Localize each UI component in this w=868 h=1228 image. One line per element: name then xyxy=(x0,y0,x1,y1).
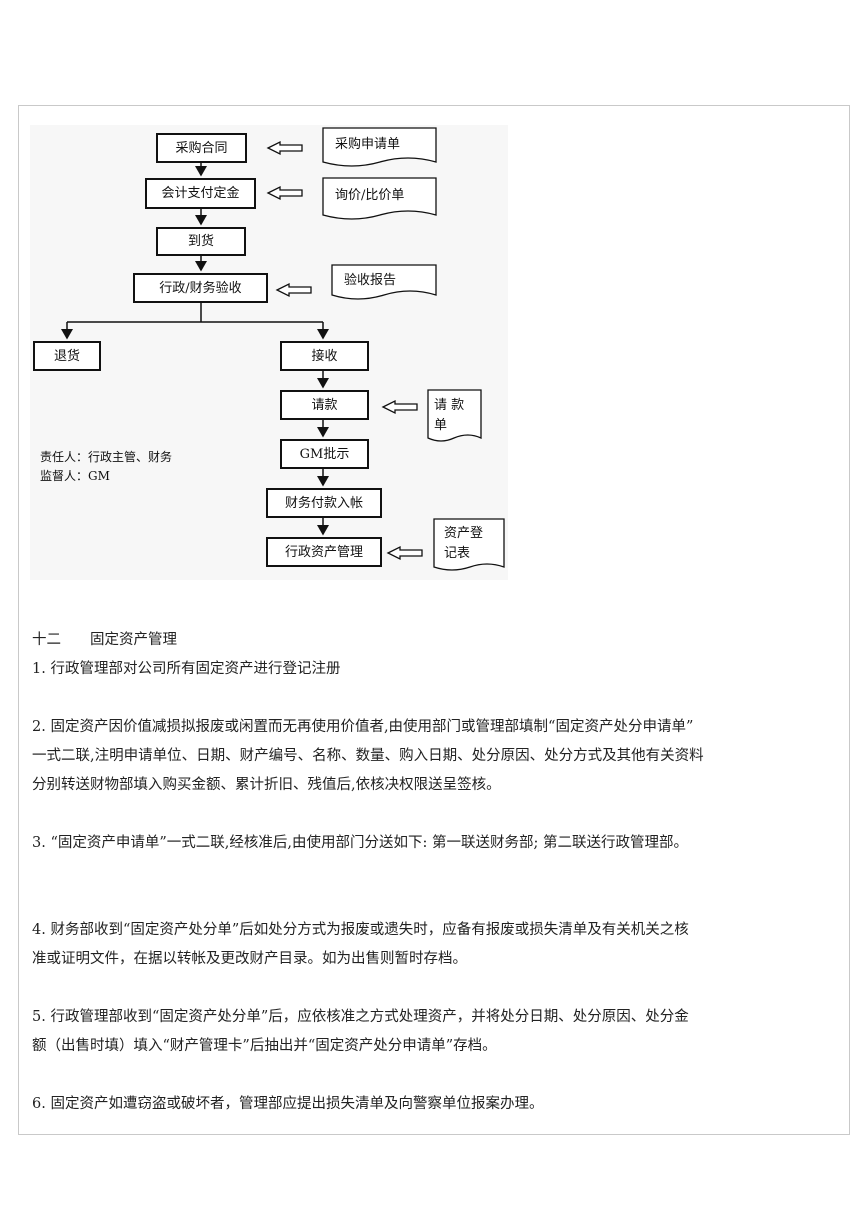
flowchart: 采购合同 会计支付定金 到货 行政/财务验收 退货 接收 请款 GM批示 财务付… xyxy=(30,125,508,580)
paragraph-4-line-2: 准或证明文件，在据以转帐及更改财产目录。如为出售则暂时存档。 xyxy=(32,951,467,967)
doc-shape xyxy=(322,127,437,167)
step-finance-entry: 财务付款入帐 xyxy=(266,488,382,518)
doc-request-form-line2: 单 xyxy=(434,418,448,433)
paragraph-5-line-2: 额（出售时填）填入“财产管理卡”后抽出并“固定资产处分申请单”存档。 xyxy=(32,1038,497,1054)
doc-quotation: 询价/比价单 xyxy=(335,188,405,203)
paragraph-2-line-1: 2. 固定资产因价值减损拟报废或闲置而无再使用价值者,由使用部门或管理部填制“固… xyxy=(32,719,694,735)
doc-request-form-line1: 请 款 xyxy=(434,398,465,413)
flowchart-connectors xyxy=(61,127,505,571)
paragraph-3: 3. “固定资产申请单”一式二联,经核准后,由使用部门分送如下: 第一联送财务部… xyxy=(32,835,688,851)
doc-inspection-report: 验收报告 xyxy=(344,273,397,288)
paragraph-5-line-1: 5. 行政管理部收到“固定资产处分单”后，应依核准之方式处理资产，并将处分日期、… xyxy=(32,1009,689,1025)
step-gm-approval: GM批示 xyxy=(280,439,369,469)
step-arrival: 到货 xyxy=(156,227,246,256)
paragraph-4-line-1: 4. 财务部收到“固定资产处分单”后如处分方式为报废或遗失时，应备有报废或损失清… xyxy=(32,922,689,938)
paragraph-2-line-3: 分别转送财物部填入购买金额、累计折旧、残值后,依核决权限送呈签核。 xyxy=(32,777,501,793)
paragraph-1: 1. 行政管理部对公司所有固定资产进行登记注册 xyxy=(32,661,341,677)
doc-shape xyxy=(331,264,437,300)
paragraph-2-line-2: 一式二联,注明申请单位、日期、财产编号、名称、数量、购入日期、处分原因、处分方式… xyxy=(32,748,704,764)
step-payment-request: 请款 xyxy=(280,390,369,420)
doc-shape xyxy=(433,518,505,571)
section-content: 十二 固定资产管理 1. 行政管理部对公司所有固定资产进行登记注册 2. 固定资… xyxy=(32,626,844,1119)
doc-shape xyxy=(322,177,437,220)
responsible-person: 责任人：行政主管、财务 xyxy=(40,450,173,464)
page-frame xyxy=(18,105,850,1135)
hollow-arrow-left xyxy=(266,185,303,201)
doc-purchase-request: 采购申请单 xyxy=(335,137,401,152)
paragraph-6: 6. 固定资产如遭窃盗或破坏者，管理部应提出损失清单及向警察单位报案办理。 xyxy=(32,1096,544,1112)
doc-asset-register-line2: 记表 xyxy=(444,546,471,561)
hollow-arrow-left xyxy=(386,545,423,561)
supervisor: 监督人：GM xyxy=(40,469,110,483)
step-asset-management: 行政资产管理 xyxy=(266,537,382,567)
hollow-arrow-left xyxy=(266,140,303,156)
hollow-arrow-left xyxy=(381,399,418,415)
step-payment-deposit: 会计支付定金 xyxy=(145,178,256,209)
step-inspection: 行政/财务验收 xyxy=(133,273,268,303)
step-receive: 接收 xyxy=(280,341,369,371)
hollow-arrow-left xyxy=(275,282,312,298)
doc-asset-register-line1: 资产登 xyxy=(444,526,484,541)
section-heading: 十二 固定资产管理 xyxy=(32,632,177,648)
doc-shape xyxy=(427,389,482,442)
step-purchase-contract: 采购合同 xyxy=(156,133,247,163)
step-return-goods: 退货 xyxy=(33,341,101,371)
